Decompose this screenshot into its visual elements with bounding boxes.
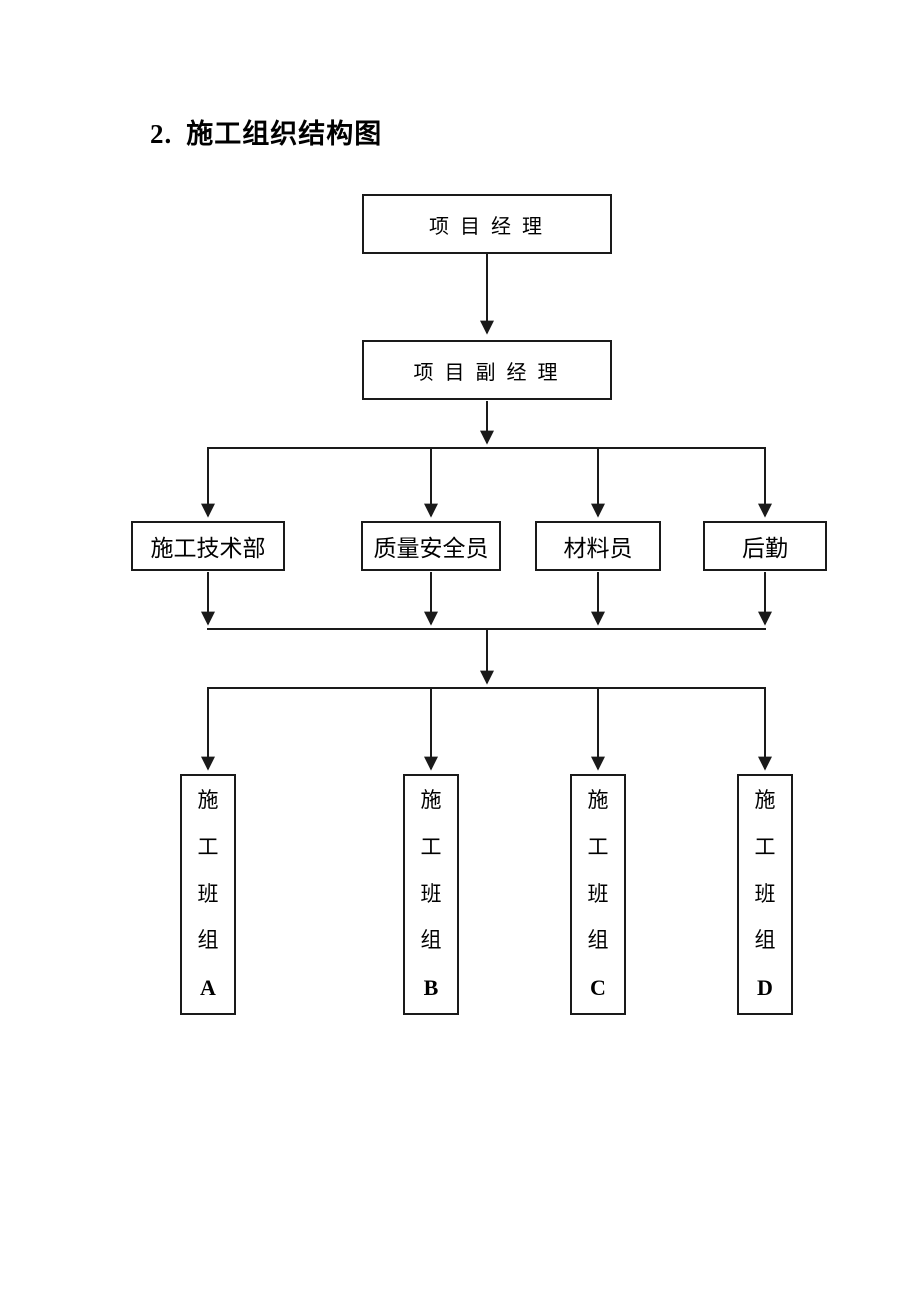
team-d-char: 施 (754, 788, 776, 812)
team-b-char: 班 (420, 881, 442, 906)
team-a-char: 施 (197, 788, 219, 812)
org-box-dept-quality-safety: 质量安全员 (361, 521, 501, 571)
org-box-team-c: 施 工 班 组 C (570, 774, 626, 1015)
team-c-char: 组 (587, 928, 609, 953)
section-title-text: 施工组织结构图 (186, 119, 383, 149)
section-title: 2. 施工组织结构图 (150, 112, 382, 151)
team-b-char: 施 (420, 788, 442, 812)
org-box-dept-materials: 材料员 (535, 521, 661, 571)
team-d-letter: D (757, 975, 773, 1000)
team-c-char: 工 (587, 834, 609, 859)
org-box-team-b: 施 工 班 组 B (403, 774, 459, 1015)
team-d-char: 班 (754, 881, 776, 906)
team-c-char: 施 (587, 788, 609, 812)
org-box-project-manager: 项 目 经 理 (362, 194, 612, 254)
team-c-char: 班 (587, 881, 609, 906)
team-c-letter: C (590, 975, 606, 1000)
team-a-char: 工 (197, 834, 219, 859)
team-a-char: 班 (197, 881, 219, 906)
team-a-letter: A (200, 975, 216, 1000)
team-b-letter: B (423, 975, 439, 1000)
org-box-dept-construction-tech: 施工技术部 (131, 521, 285, 571)
org-box-team-d: 施 工 班 组 D (737, 774, 793, 1015)
org-box-team-a: 施 工 班 组 A (180, 774, 236, 1015)
team-b-char: 组 (420, 928, 442, 953)
team-a-char: 组 (197, 928, 219, 953)
org-box-deputy-project-manager: 项 目 副 经 理 (362, 340, 612, 400)
team-b-char: 工 (420, 834, 442, 859)
team-d-char: 工 (754, 834, 776, 859)
section-number: 2. (150, 119, 173, 149)
org-box-dept-logistics: 后勤 (703, 521, 827, 571)
team-d-char: 组 (754, 928, 776, 953)
